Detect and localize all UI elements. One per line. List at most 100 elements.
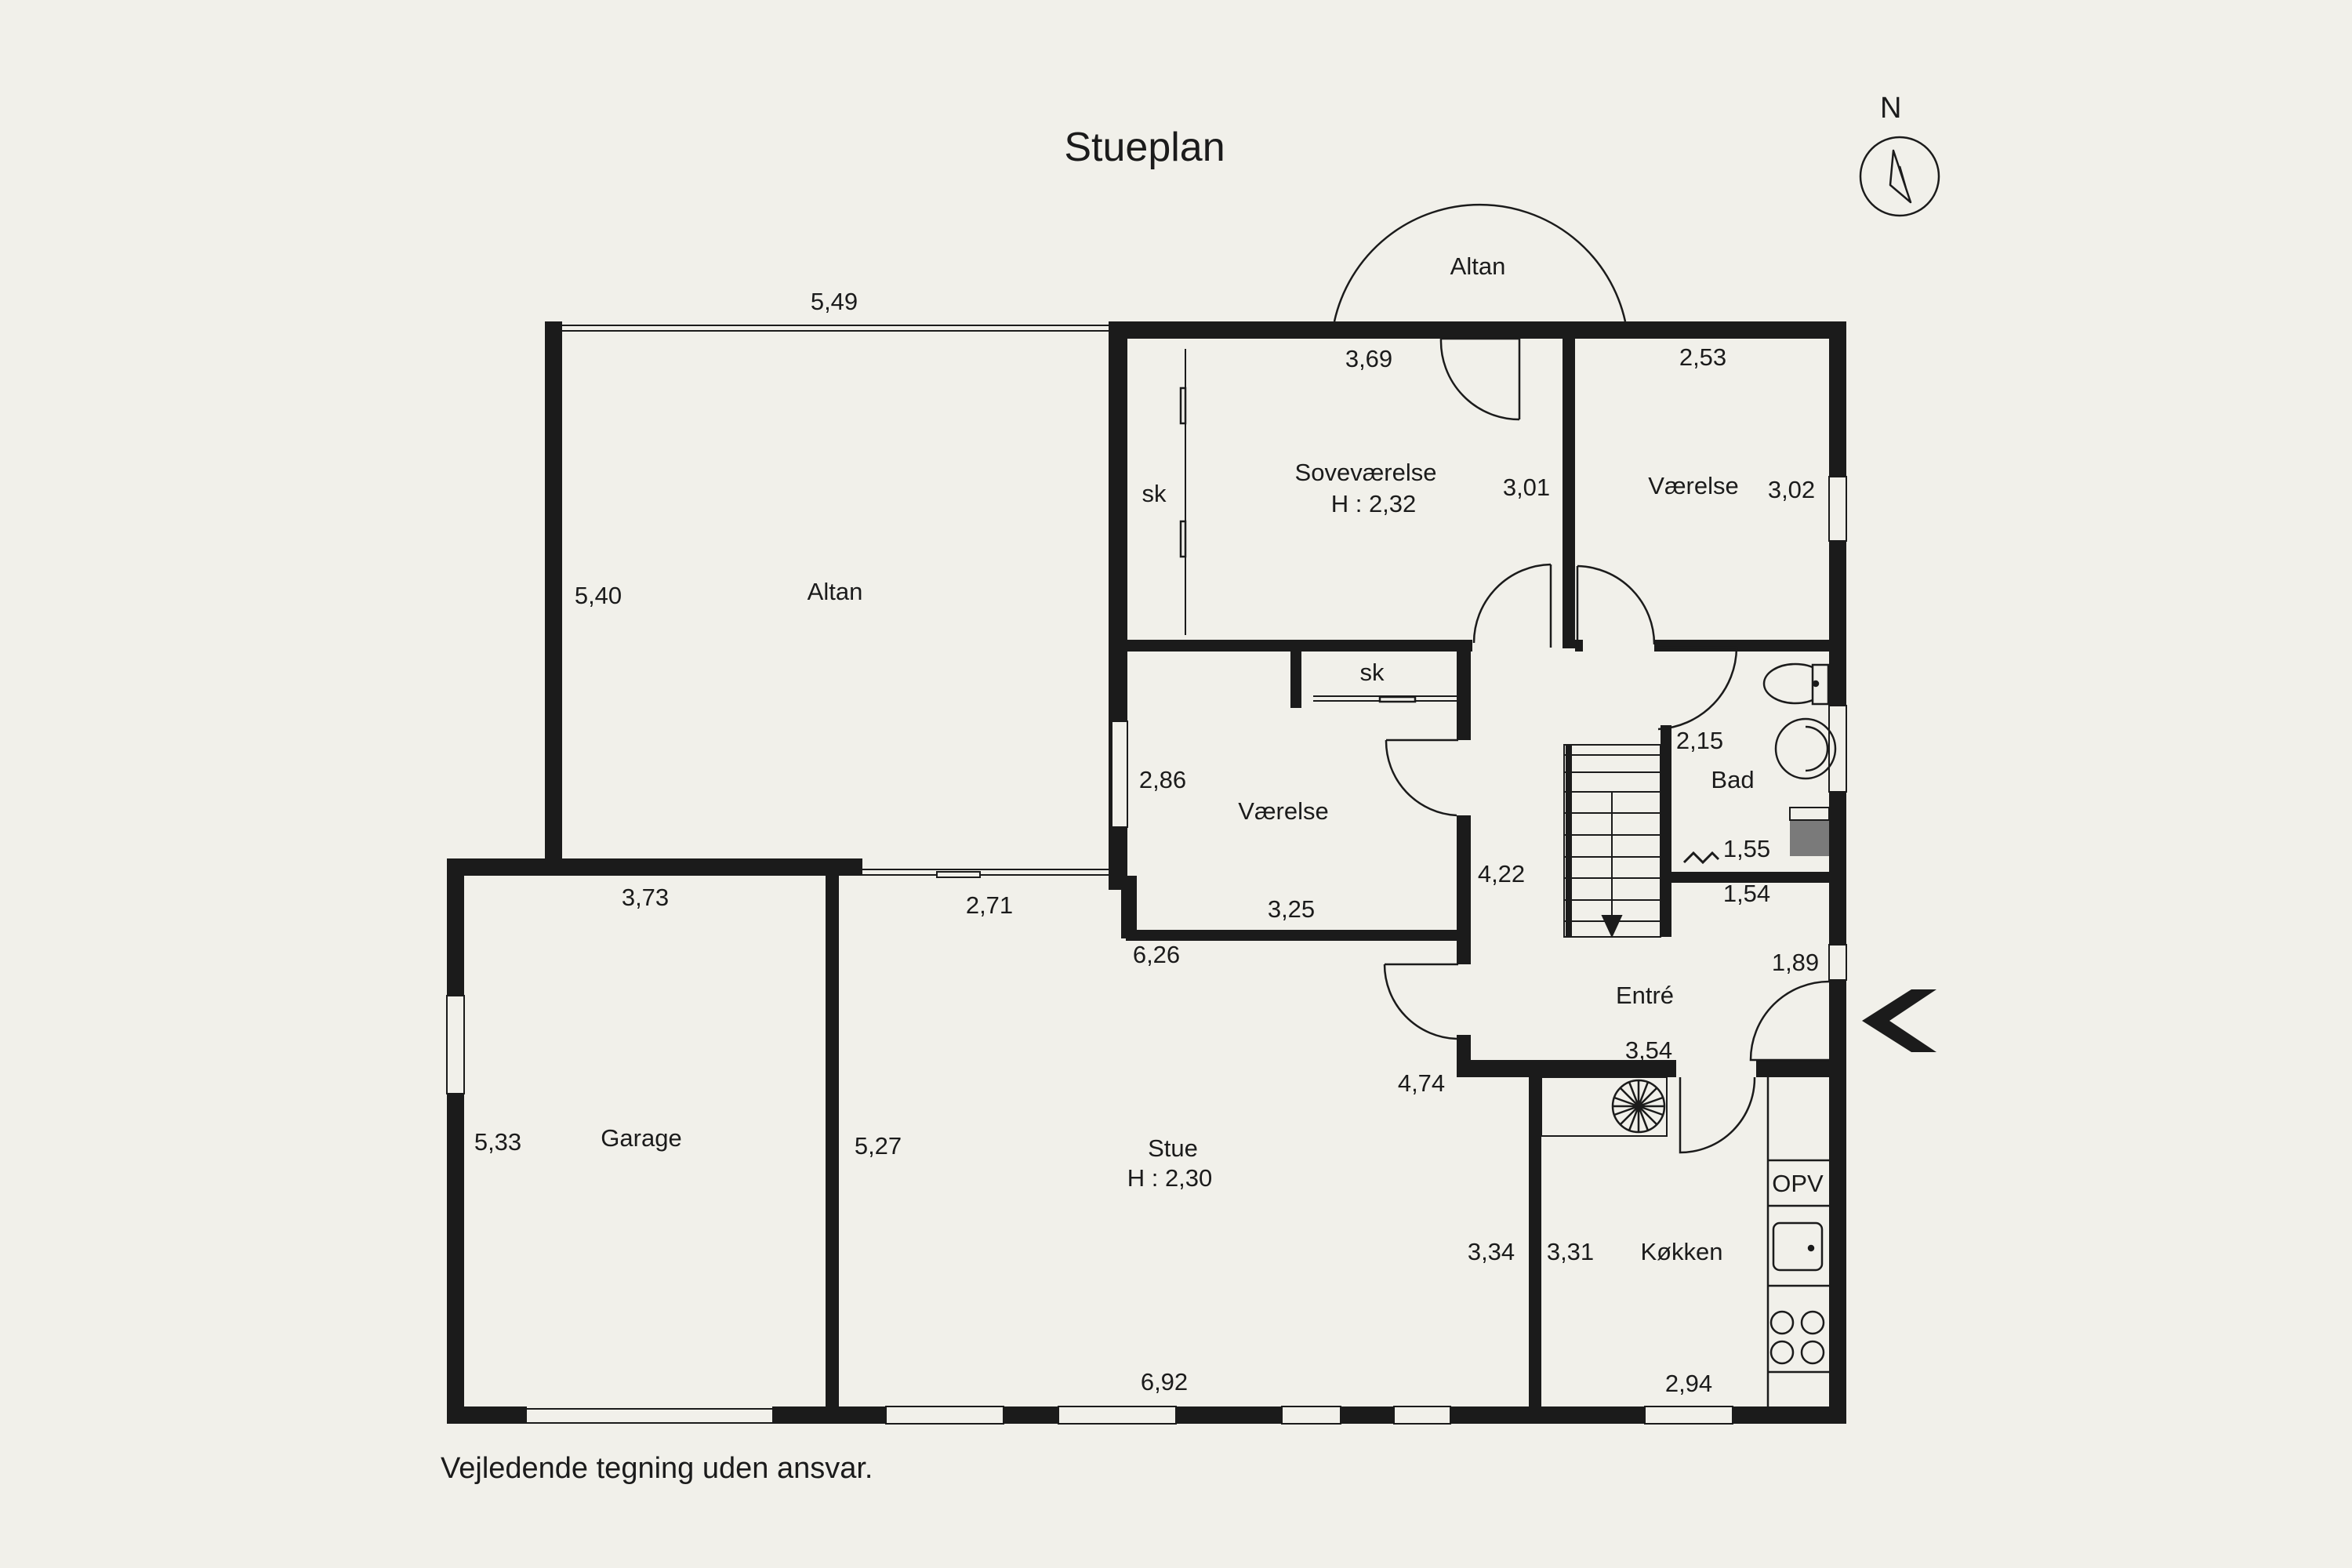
wall-vaer-south — [1654, 640, 1829, 652]
room-label-sovevaerelse: Soveværelse — [1295, 459, 1437, 486]
wall-bad-south — [1661, 872, 1846, 883]
room-label-vaerelse-ne: Værelse — [1648, 472, 1738, 499]
dim-vaer-ne-height: 3,02 — [1768, 476, 1815, 503]
dim-stue-step: 4,74 — [1398, 1069, 1445, 1097]
wall-garage-west — [447, 858, 464, 1423]
room-label-bad: Bad — [1711, 766, 1754, 793]
room-label-entre: Entré — [1616, 982, 1674, 1009]
window-south-stue-1 — [885, 1406, 1004, 1425]
wall-vaer-mid-south — [1126, 930, 1471, 941]
wall-south-stue-3 — [1176, 1406, 1282, 1424]
wall-bad-stub — [1661, 725, 1671, 760]
wall-altan-west — [545, 321, 562, 858]
bathroom-fixtures — [1682, 662, 1837, 865]
dim-altan-height: 5,40 — [575, 582, 622, 609]
wall-south-garage-right — [772, 1406, 839, 1424]
wall-hall-west-lower — [1457, 941, 1471, 964]
door-stue-entre — [1383, 963, 1458, 1040]
wall-south-kitchen-2 — [1537, 1406, 1645, 1424]
kitchen-fixtures — [1541, 1076, 1829, 1406]
door-bed-hall — [1472, 563, 1552, 648]
wall-entre-south-right — [1756, 1060, 1846, 1077]
wall-garage-east — [826, 858, 839, 1423]
wall-south-stue-2 — [1004, 1406, 1058, 1424]
room-label-sk-room: sk — [1360, 659, 1385, 686]
dim-bad-width: 1,55 — [1723, 835, 1770, 862]
window-bad-east — [1828, 705, 1847, 793]
dim-vaer-mid-width: 3,25 — [1268, 895, 1315, 923]
wall-south-stue-1 — [839, 1406, 886, 1424]
dim-entre-width: 3,54 — [1625, 1036, 1672, 1064]
wall-east-mid — [1829, 541, 1846, 706]
wall-bed-vaer-divider — [1563, 339, 1575, 648]
room-label-altan-left: Altan — [808, 578, 863, 605]
wall-bed-south-left — [1127, 640, 1472, 652]
dim-sove-width: 3,69 — [1345, 345, 1392, 372]
compass: N — [1859, 92, 1940, 217]
room-label-vaerelse-mid: Værelse — [1238, 797, 1328, 825]
dim-hall-height: 4,22 — [1478, 860, 1525, 887]
wall-stair-east — [1661, 725, 1671, 937]
stove-icon — [1769, 1310, 1795, 1335]
wall-vaer-mid-east-lower — [1457, 815, 1471, 941]
window-south-stue-2 — [1058, 1406, 1177, 1425]
door-entrance — [1749, 980, 1830, 1062]
wall-north-bedroom-right — [1335, 321, 1627, 339]
wall-entre-south — [1457, 1060, 1676, 1077]
wall-kitchen-west — [1529, 1060, 1541, 1422]
dim-koekken-height: 3,31 — [1547, 1238, 1594, 1265]
sink-icon — [1774, 717, 1837, 780]
stairs — [1563, 744, 1661, 938]
window-south-kitchen — [1644, 1406, 1733, 1425]
wall-east-bad — [1829, 792, 1846, 945]
room-label-sk-bedroom: sk — [1142, 480, 1167, 507]
walls — [447, 321, 1846, 1424]
dim-stue-height-right: 3,34 — [1468, 1238, 1515, 1265]
dim-garage-width: 3,73 — [622, 884, 669, 911]
disclaimer: Vejledende tegning uden ansvar. — [441, 1452, 873, 1485]
dim-vaer-ne-width: 2,53 — [1679, 343, 1726, 371]
window-vaer-mid-west — [1111, 720, 1128, 828]
wall-vaer-mid-corner — [1121, 876, 1137, 938]
balcony-arc — [1333, 203, 1627, 322]
compass-needle-icon — [1889, 149, 1912, 204]
dim-koekken-width: 2,94 — [1665, 1370, 1712, 1397]
wall-garage-corner-tab — [839, 858, 862, 876]
wall-south-stue-4 — [1341, 1406, 1394, 1424]
dim-stue-height-left: 5,27 — [855, 1132, 902, 1160]
wall-south-kitchen-3 — [1733, 1406, 1846, 1424]
door-kitchen — [1679, 1076, 1756, 1154]
room-label-stue: Stue — [1148, 1134, 1198, 1162]
dim-bad-height: 2,15 — [1676, 727, 1723, 754]
wall-sk-closet-left — [1290, 652, 1301, 708]
wall-vaer-mid-east-upper — [1457, 652, 1471, 740]
dim-stue-slide: 2,71 — [966, 891, 1013, 919]
dim-altan-width: 5,49 — [811, 288, 858, 315]
window-south-stue-4 — [1393, 1406, 1451, 1425]
page-title: Stueplan — [1064, 125, 1225, 170]
doors — [1179, 337, 1830, 1154]
room-label-opv: OPV — [1772, 1170, 1824, 1197]
wall-altan-north — [545, 321, 562, 339]
windows — [446, 325, 1847, 1425]
window-entre-east — [1828, 944, 1847, 981]
room-label-sovevaerelse-height: H : 2,32 — [1331, 490, 1417, 517]
door-bedroom — [1439, 337, 1521, 421]
room-label-garage: Garage — [601, 1124, 681, 1152]
compass-label: N — [1880, 92, 1901, 125]
dim-hall-strip: 1,54 — [1723, 880, 1770, 907]
window-garage-west — [446, 995, 465, 1094]
room-label-koekken: Køkken — [1640, 1238, 1722, 1265]
dim-entre-height: 1,89 — [1772, 949, 1819, 976]
dim-stue-upper-width: 6,26 — [1133, 941, 1180, 968]
compass-circle — [1859, 136, 1940, 217]
kitchen-sink-icon — [1772, 1221, 1824, 1272]
wall-bed-south-right — [1575, 640, 1583, 652]
wall-north-east — [1627, 321, 1846, 339]
wall-kitchen-counter-right — [1829, 1077, 1846, 1422]
wall-garage-north — [447, 858, 839, 876]
window-vaer-ne-east — [1828, 476, 1847, 542]
wall-east-upper — [1829, 321, 1846, 478]
entrance-arrow-icon — [1862, 989, 1936, 1052]
